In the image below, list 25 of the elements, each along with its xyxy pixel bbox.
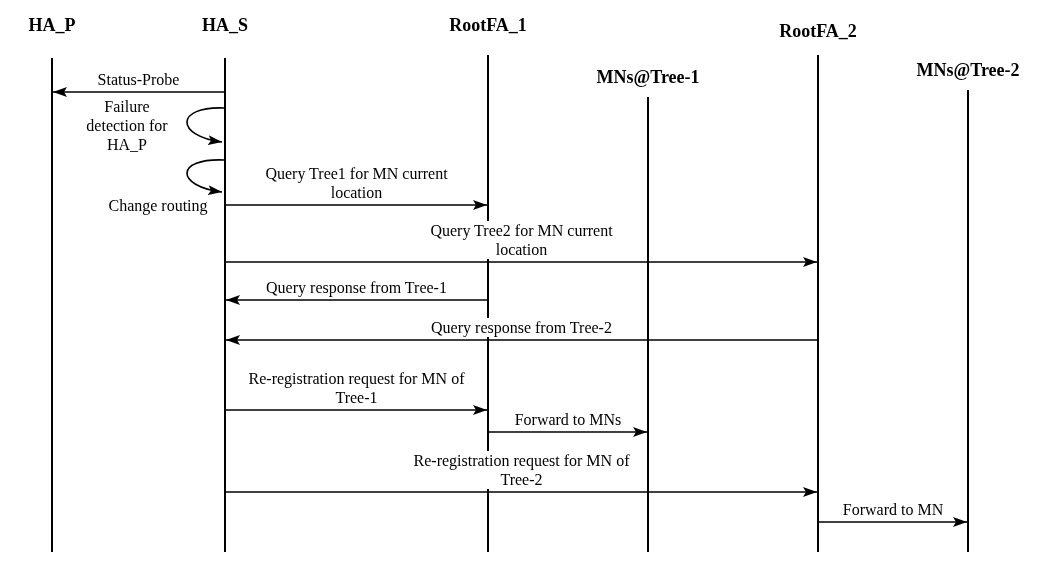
edge-label: Query response from Tree-2 xyxy=(429,318,614,337)
participant-name: RootFA_2 xyxy=(779,20,857,43)
lifeline xyxy=(817,55,819,552)
edge-label: Query response from Tree-1 xyxy=(264,278,449,297)
participant-name: RootFA_1 xyxy=(449,14,527,37)
message-arrow xyxy=(225,487,818,497)
message-arrow xyxy=(225,200,488,210)
message-arrow xyxy=(186,159,225,195)
message-arrow xyxy=(52,87,225,97)
edge-label: Change routing xyxy=(106,196,210,215)
lifeline xyxy=(647,97,649,552)
participant-name: MNs@Tree-2 xyxy=(916,59,1020,82)
message-arrow xyxy=(186,107,225,145)
participant-name: HA_P xyxy=(28,14,76,37)
message-arrow xyxy=(225,405,488,415)
message-arrow xyxy=(225,295,488,305)
participant-name: HA_S xyxy=(202,14,248,37)
participant-name: MNs@Tree-1 xyxy=(596,66,700,89)
lifeline xyxy=(224,58,226,552)
message-arrow xyxy=(818,517,968,527)
lifeline xyxy=(51,58,53,552)
message-arrow xyxy=(225,335,818,345)
message-arrow xyxy=(225,257,818,267)
lifeline xyxy=(967,90,969,552)
message-arrow xyxy=(488,427,648,437)
